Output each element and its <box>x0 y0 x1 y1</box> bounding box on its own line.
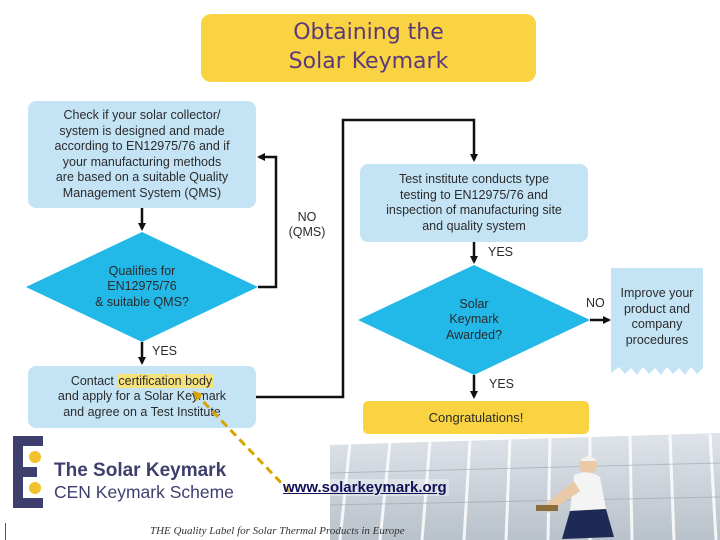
check-line: your manufacturing methods <box>62 154 222 169</box>
label-yes-awarded: YES <box>489 377 515 391</box>
contact-pre: Contact <box>70 373 118 388</box>
awarded-line: Awarded? <box>445 327 503 342</box>
awarded-line: Solar <box>459 296 489 311</box>
test-line: inspection of manufacturing site <box>386 203 562 217</box>
step-improve: Improve your product and company procedu… <box>611 268 703 378</box>
edge-mark <box>5 523 6 540</box>
label-no-qms: NO (QMS) <box>282 210 332 240</box>
decision-awarded: Solar Keymark Awarded? <box>358 265 590 375</box>
congratulations-banner: Congratulations! <box>363 401 589 434</box>
certification-body-highlight: certification body <box>117 373 214 388</box>
label-qms: (QMS) <box>288 225 326 239</box>
check-line: are based on a suitable Quality <box>55 170 229 184</box>
torn-paper-shape <box>611 268 703 375</box>
worker-figure <box>536 456 614 539</box>
step-check-design: Check if your solar collector/ system is… <box>28 101 256 208</box>
contact-line-1: Contact certification body <box>70 373 214 390</box>
qualifies-line: Qualifies for <box>108 263 176 278</box>
qualifies-line: EN12975/76 <box>107 279 177 294</box>
test-line: and quality system <box>422 218 526 233</box>
step-contact-certification: Contact certification body and apply for… <box>28 366 256 428</box>
label-yes-qualifies: YES <box>152 344 178 358</box>
check-line: Management System (QMS) <box>62 185 222 200</box>
improve-line: product and <box>623 301 691 316</box>
page-title: Obtaining the Solar Keymark <box>201 14 536 82</box>
check-line: system is designed and made <box>59 123 225 138</box>
test-line: Test institute conducts type <box>398 172 550 186</box>
check-line: Check if your solar collector/ <box>63 108 221 122</box>
check-line: according to EN12975/76 and if <box>54 139 230 153</box>
decision-qualifies: Qualifies for EN12975/76 & suitable QMS? <box>26 232 258 342</box>
label-yes-test: YES <box>488 245 514 259</box>
solar-roof-photo <box>330 433 720 540</box>
website-link[interactable]: www.solarkeymark.org <box>281 479 449 496</box>
arrow-contact-to-test <box>256 118 478 399</box>
test-line: testing to EN12975/76 and <box>399 187 549 202</box>
solar-keymark-logo-icon <box>13 436 43 508</box>
diamond-shape <box>358 265 590 375</box>
awarded-line: Keymark <box>449 312 499 327</box>
contact-line-3: and agree on a Test Institute <box>63 404 221 419</box>
brand-scheme: CEN Keymark Scheme <box>54 482 234 502</box>
label-no-awarded: NO <box>586 296 605 310</box>
qualifies-line: & suitable QMS? <box>95 294 189 309</box>
title-line-1: Obtaining the <box>293 20 444 46</box>
improve-line: procedures <box>625 332 689 347</box>
improve-line: Improve your <box>620 286 694 300</box>
diamond-shape <box>26 232 258 342</box>
improve-line: company <box>631 317 683 331</box>
arrow-no-qms-loop <box>257 153 278 289</box>
title-line-2: Solar Keymark <box>288 49 449 74</box>
step-type-testing: Test institute conducts type testing to … <box>360 164 588 242</box>
brand-name: The Solar Keymark <box>54 460 227 481</box>
label-no: NO <box>297 210 317 224</box>
tagline: THE Quality Label for Solar Thermal Prod… <box>150 525 405 537</box>
contact-line-2: and apply for a Solar Keymark <box>57 389 227 404</box>
